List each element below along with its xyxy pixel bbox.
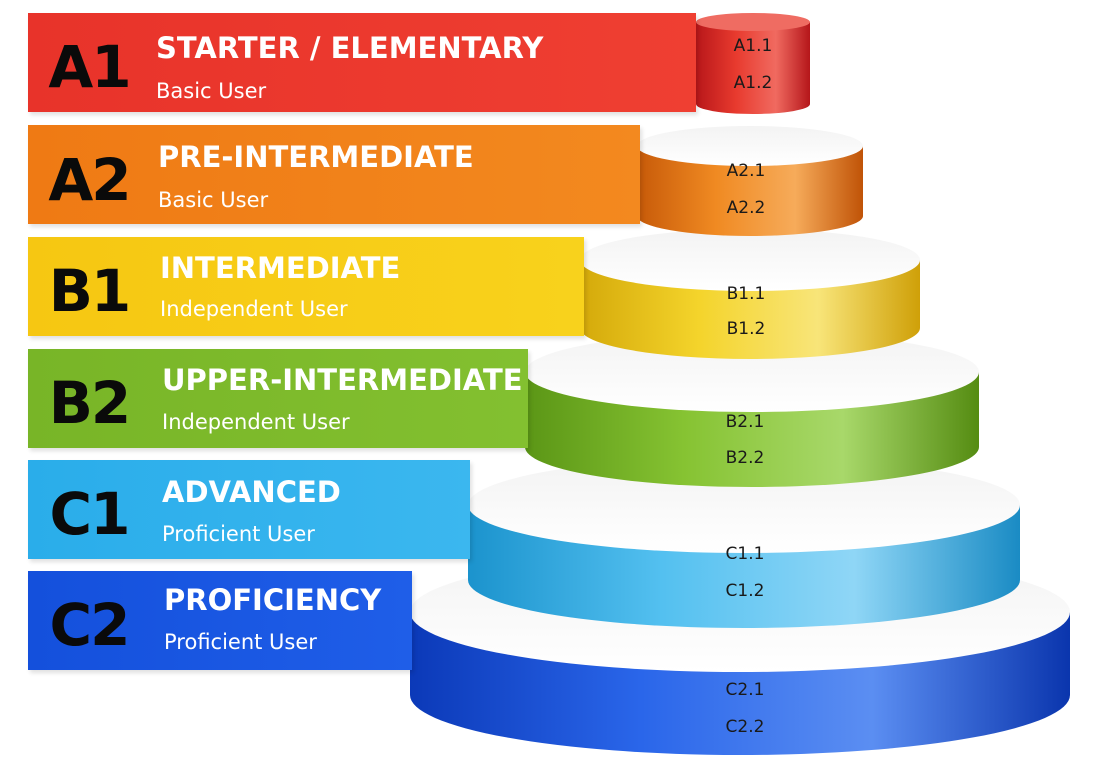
- tier-b1: [580, 229, 920, 359]
- level-user-c2: Proficient User: [164, 630, 317, 654]
- level-code-b1: B1: [48, 257, 132, 325]
- sublevel-b1-2: B1.2: [726, 319, 766, 339]
- tier-b1-top: [580, 229, 920, 291]
- sublevel-c1-2: C1.2: [725, 581, 765, 601]
- level-code-a1: A1: [48, 33, 131, 101]
- tier-a1-top: [696, 13, 810, 31]
- tier-a2: [637, 126, 863, 236]
- tier-a2-top: [637, 126, 863, 166]
- level-title-a2: PRE-INTERMEDIATE: [158, 140, 474, 174]
- band-b2: [28, 349, 528, 448]
- sublevel-c1-1: C1.1: [725, 544, 765, 564]
- band-b1: [28, 237, 584, 336]
- sublevel-c2-1: C2.1: [725, 680, 765, 700]
- sublevel-b2-1: B2.1: [725, 412, 765, 432]
- tier-b2: [525, 332, 979, 487]
- band-a1: [28, 13, 696, 112]
- level-title-b2: UPPER-INTERMEDIATE: [162, 363, 523, 397]
- tier-c1: [468, 457, 1020, 628]
- level-user-c1: Proficient User: [162, 522, 315, 546]
- band-a2: [28, 125, 640, 224]
- level-title-b1: INTERMEDIATE: [160, 251, 401, 285]
- level-code-c2: C2: [49, 591, 131, 659]
- tier-b2-top: [525, 332, 979, 412]
- sublevel-a2-1: A2.1: [726, 161, 766, 181]
- band-c2: [28, 571, 412, 670]
- level-user-b2: Independent User: [162, 410, 350, 434]
- level-title-c2: PROFICIENCY: [164, 583, 382, 617]
- level-user-b1: Independent User: [160, 297, 348, 321]
- sublevel-a2-2: A2.2: [726, 198, 766, 218]
- sublevel-c2-2: C2.2: [725, 717, 765, 737]
- level-title-a1: STARTER / ELEMENTARY: [156, 31, 544, 65]
- level-code-c1: C1: [49, 480, 131, 548]
- tier-a1: [696, 13, 810, 114]
- level-user-a1: Basic User: [156, 79, 267, 103]
- tier-a2-side: [637, 146, 863, 236]
- level-code-b2: B2: [48, 369, 132, 437]
- level-user-a2: Basic User: [158, 188, 269, 212]
- level-title-c1: ADVANCED: [162, 475, 341, 509]
- tier-a1-side: [696, 22, 810, 114]
- sublevel-b2-2: B2.2: [725, 448, 765, 468]
- band-c1: [28, 460, 470, 559]
- sublevel-a1-1: A1.1: [733, 36, 773, 56]
- sublevel-a1-2: A1.2: [733, 73, 773, 93]
- tier-c1-top: [468, 457, 1020, 553]
- level-code-a2: A2: [48, 146, 131, 214]
- sublevel-b1-1: B1.1: [726, 284, 766, 304]
